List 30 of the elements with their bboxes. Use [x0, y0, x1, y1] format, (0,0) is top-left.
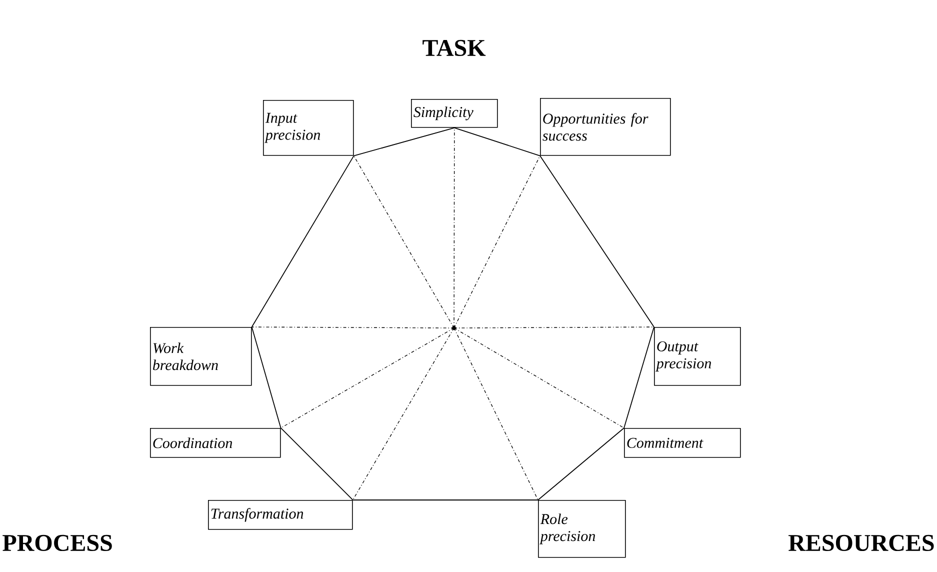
dash-dot-line — [280, 328, 454, 428]
outline-line — [624, 326, 654, 428]
dash-dot-line — [454, 127, 455, 328]
label-box: Output precision — [654, 327, 741, 386]
label-box: Work breakdown — [150, 327, 252, 386]
label-box: Transformation — [208, 500, 353, 530]
dash-dot-line — [454, 328, 538, 500]
heading: RESOURCES — [788, 534, 934, 552]
outline-line — [454, 127, 540, 156]
label-box: Role precision — [538, 500, 626, 558]
outline-line — [353, 127, 455, 156]
outline-line — [251, 155, 354, 328]
outline-line — [538, 428, 624, 500]
dash-dot-line — [251, 326, 454, 328]
label-box: Simplicity — [411, 99, 498, 128]
heading: PROCESS — [2, 534, 112, 552]
dash-dot-line — [353, 155, 454, 328]
outline-line — [251, 326, 282, 428]
dash-dot-line — [352, 328, 454, 500]
dash-dot-line — [454, 155, 540, 328]
label-box: Input precision — [263, 100, 354, 156]
label-box: Opportunities for success — [540, 98, 671, 156]
outline-line — [540, 155, 654, 328]
outline-line — [280, 428, 354, 500]
center-point — [452, 326, 456, 330]
dash-dot-line — [454, 328, 624, 428]
label-box: Commitment — [624, 428, 741, 458]
dash-dot-line — [454, 326, 654, 328]
label-box: Coordination — [150, 428, 281, 458]
heading: TASK — [422, 40, 486, 56]
